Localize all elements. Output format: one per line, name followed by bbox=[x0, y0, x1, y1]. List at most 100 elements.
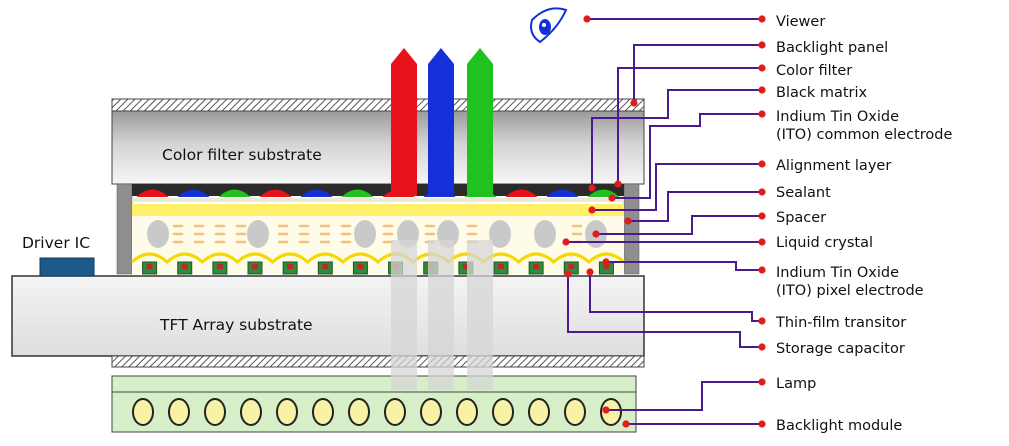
lamp bbox=[492, 398, 514, 426]
lamp bbox=[456, 398, 478, 426]
leader-line bbox=[606, 381, 762, 411]
spacer bbox=[147, 220, 169, 248]
tft-gate bbox=[287, 264, 294, 269]
leader-line bbox=[596, 215, 762, 235]
leader-dot bbox=[758, 41, 766, 49]
tft-gate bbox=[216, 264, 223, 269]
sealant-left bbox=[116, 183, 133, 275]
callout-thin-film-transistor: Thin-film transitor bbox=[775, 315, 906, 331]
callout-labels: Viewer Backlight panel Color filter Blac… bbox=[775, 14, 952, 434]
callout-ito-common-electrode: Indium Tin Oxide(ITO) common electrode bbox=[776, 109, 952, 143]
lamp bbox=[240, 398, 262, 426]
alignment-layer-top bbox=[132, 204, 624, 216]
leader-dot bbox=[614, 180, 622, 188]
liquid-crystal-molecules bbox=[172, 224, 583, 244]
color-filter-blue bbox=[300, 189, 333, 197]
color-filter-blue bbox=[177, 189, 210, 197]
tft-gate bbox=[603, 264, 610, 269]
light-guide-plate bbox=[111, 375, 637, 393]
callout-alignment-layer: Alignment layer bbox=[776, 158, 891, 174]
light-paths bbox=[391, 48, 493, 390]
leader-dot bbox=[622, 420, 630, 428]
color-filter-substrate-label: Color filter substrate bbox=[162, 146, 322, 164]
ito-common-electrode-layer bbox=[132, 198, 624, 202]
leader-dot bbox=[564, 270, 572, 278]
tft-gate bbox=[357, 264, 364, 269]
color-filter-green bbox=[218, 189, 251, 197]
callout-backlight-panel: Backlight panel bbox=[776, 40, 888, 56]
lamp bbox=[420, 398, 442, 426]
black-matrix bbox=[132, 184, 624, 196]
leader-dot bbox=[602, 406, 610, 414]
light-beam-red bbox=[391, 240, 417, 390]
eye-icon bbox=[530, 7, 568, 44]
lamp bbox=[312, 398, 334, 426]
lamp bbox=[276, 398, 298, 426]
leader-dot bbox=[758, 378, 766, 386]
spacer bbox=[534, 220, 556, 248]
tft-array-substrate bbox=[11, 275, 645, 357]
leader-dot bbox=[592, 230, 600, 238]
tft-gate bbox=[322, 264, 329, 269]
leader-dot bbox=[624, 217, 632, 225]
lcd-layer-stack: Color filter substrate TFT Array substra… bbox=[11, 98, 645, 433]
tft-gate bbox=[181, 264, 188, 269]
leader-dot bbox=[758, 15, 766, 23]
leader-line bbox=[612, 113, 762, 199]
callout-spacer: Spacer bbox=[776, 210, 826, 226]
leader-dot bbox=[630, 99, 638, 107]
leader-dot bbox=[758, 238, 766, 246]
callout-sealant: Sealant bbox=[776, 185, 831, 201]
green-light-arrow bbox=[467, 48, 493, 196]
leader-dot bbox=[588, 206, 596, 214]
spacer bbox=[489, 220, 511, 248]
lamp bbox=[528, 398, 550, 426]
callout-backlight-module: Backlight module bbox=[776, 418, 902, 434]
leader-dot bbox=[758, 343, 766, 351]
light-beam-green bbox=[467, 240, 493, 390]
leader-line bbox=[633, 44, 762, 103]
tft-gate bbox=[146, 264, 153, 269]
lamp bbox=[132, 398, 154, 426]
color-filter-green bbox=[341, 189, 374, 197]
lamp bbox=[348, 398, 370, 426]
tft-gate bbox=[533, 264, 540, 269]
leader-dot bbox=[758, 160, 766, 168]
tft-array-substrate-label: TFT Array substrate bbox=[159, 316, 313, 334]
leader-dot bbox=[583, 15, 591, 23]
spacer bbox=[354, 220, 376, 248]
lamp bbox=[564, 398, 586, 426]
color-filter-red bbox=[136, 189, 169, 197]
leader-dot bbox=[758, 212, 766, 220]
lamp-row bbox=[132, 398, 622, 426]
color-filter-blue bbox=[546, 189, 579, 197]
top-polarizer bbox=[111, 98, 645, 112]
tft-gate bbox=[568, 264, 575, 269]
backlight-module bbox=[111, 391, 637, 433]
driver-ic bbox=[39, 257, 95, 277]
tft-gate bbox=[498, 264, 504, 269]
callout-liquid-crystal: Liquid crystal bbox=[776, 235, 873, 251]
leader-dot bbox=[602, 258, 610, 266]
leader-dot bbox=[608, 194, 616, 202]
leader-dot bbox=[758, 188, 766, 196]
leader-line bbox=[592, 163, 762, 211]
tft-gate bbox=[252, 264, 258, 269]
leader-dot bbox=[586, 268, 594, 276]
color-filter-red bbox=[505, 189, 538, 197]
leader-line bbox=[591, 89, 762, 188]
bottom-polarizer bbox=[111, 355, 645, 368]
lamp bbox=[600, 398, 622, 426]
leader-line bbox=[628, 191, 762, 222]
leader-dot bbox=[758, 420, 766, 428]
lamp bbox=[384, 398, 406, 426]
color-filter-red bbox=[259, 189, 292, 197]
leader-dot bbox=[758, 317, 766, 325]
leader-dot bbox=[588, 184, 596, 192]
lamp bbox=[168, 398, 190, 426]
alignment-layer-bottom bbox=[130, 252, 626, 265]
leader-dot bbox=[758, 64, 766, 72]
red-light-arrow bbox=[391, 48, 417, 196]
leader-dot bbox=[758, 110, 766, 118]
